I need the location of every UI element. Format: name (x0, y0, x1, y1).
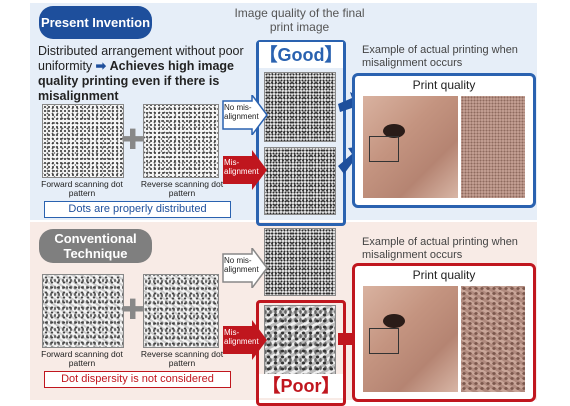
present-face-photo (363, 96, 458, 198)
conv-no-misalignment-arrow (222, 248, 268, 288)
zoom-region-marker (369, 136, 399, 162)
conv-misalignment-label: Mis-alignment (224, 328, 259, 346)
conventional-reverse-pattern (143, 274, 219, 348)
conventional-technique-badge: Conventional Technique (39, 229, 152, 263)
plus-icon: ✚ (121, 294, 145, 325)
conventional-reverse-caption: Reverse scanning dot pattern (140, 349, 224, 368)
present-reverse-caption: Reverse scanning dot pattern (140, 179, 224, 198)
conv-misalignment-arrow (223, 320, 267, 360)
present-print-quality-box: Print quality (352, 73, 536, 208)
present-zoom-photo (461, 96, 525, 198)
headline-arrow-icon: ➡ (95, 59, 107, 73)
conventional-face-photo (363, 286, 458, 392)
present-print-quality-title: Print quality (412, 78, 476, 92)
poor-misalignment-result (264, 305, 336, 375)
misalignment-label: Mis-alignment (224, 158, 259, 176)
column-title: Image quality of the final print image (234, 6, 365, 34)
present-headline: Distributed arrangement without poor uni… (38, 44, 263, 104)
good-label: 【Good】 (259, 42, 343, 68)
conventional-example-title: Example of actual printing when misalign… (362, 236, 518, 261)
present-example-title: Example of actual printing when misalign… (362, 44, 518, 69)
conventional-forward-pattern (42, 274, 124, 348)
present-forward-caption: Forward scanning dot pattern (41, 179, 123, 198)
no-misalignment-arrow (222, 95, 268, 135)
misalignment-arrow (223, 150, 267, 190)
conventional-no-misalignment-result (264, 228, 336, 296)
good-no-misalignment-result (264, 72, 336, 142)
present-forward-pattern (42, 104, 124, 178)
poor-label: 【Poor】 (259, 374, 343, 398)
present-invention-badge: Present Invention (39, 6, 152, 39)
eye-icon (383, 124, 405, 138)
present-callout: Dots are properly distributed (44, 201, 231, 218)
no-misalignment-label: No mis-alignment (224, 103, 259, 121)
conventional-print-quality-box: Print quality (352, 263, 536, 402)
good-column-box (256, 40, 346, 226)
present-reverse-pattern (143, 104, 219, 178)
headline-plain: Distributed arrangement without poor uni… (38, 44, 244, 73)
conv-no-misalignment-label: No mis-alignment (224, 256, 259, 274)
good-misalignment-result (264, 147, 336, 215)
eye-icon (383, 314, 405, 328)
conventional-callout: Dot dispersity is not considered (44, 371, 231, 388)
plus-icon: ✚ (121, 124, 145, 155)
headline-bold: Achieves high image quality printing eve… (38, 59, 234, 103)
zoom-region-marker (369, 328, 399, 354)
conventional-print-quality-title: Print quality (412, 268, 476, 282)
conventional-zoom-photo (461, 286, 525, 392)
conventional-forward-caption: Forward scanning dot pattern (41, 349, 123, 368)
